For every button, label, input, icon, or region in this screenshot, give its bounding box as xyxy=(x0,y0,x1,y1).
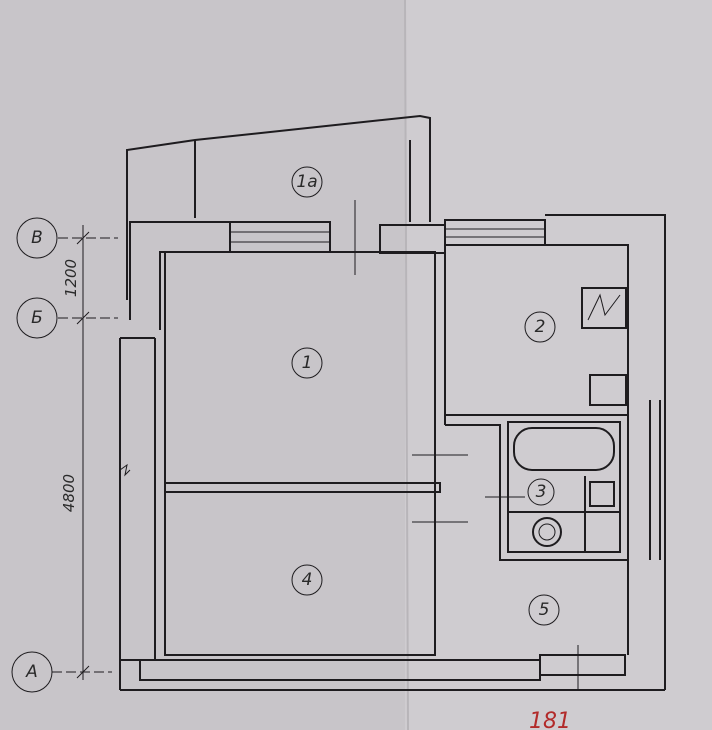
axis-b-label: Б xyxy=(31,308,43,328)
room-3-label: 3 xyxy=(536,482,547,502)
loggia-outline xyxy=(126,114,431,300)
washbasin-icon xyxy=(589,481,615,507)
page-number: 181 xyxy=(529,709,571,730)
room-1a-label: 1а xyxy=(296,172,317,192)
room-4-marker xyxy=(291,564,323,596)
room-3-marker xyxy=(527,478,555,506)
stove-icon xyxy=(581,287,627,329)
dimension-line xyxy=(52,225,131,680)
interior-walls xyxy=(164,251,628,656)
axis-v-label: В xyxy=(31,228,43,248)
axis-a-marker xyxy=(11,651,53,693)
room-5-label: 5 xyxy=(539,600,550,620)
bathtub-icon xyxy=(513,427,615,471)
room-2-marker xyxy=(524,311,556,343)
dimension-1200: 1200 xyxy=(62,259,80,297)
fold-line xyxy=(404,0,409,730)
room-1-label: 1 xyxy=(302,353,313,373)
dimension-4800: 4800 xyxy=(60,474,78,512)
axis-a-label: А xyxy=(25,662,38,682)
room-1-marker xyxy=(291,347,323,379)
room-2-label: 2 xyxy=(535,317,546,337)
axis-v-marker xyxy=(16,217,58,259)
room-1a-marker xyxy=(291,166,323,198)
sink-icon xyxy=(589,374,627,406)
toilet-icon xyxy=(532,517,562,547)
fixtures xyxy=(354,200,627,690)
room-4-label: 4 xyxy=(302,570,313,590)
axis-b-marker xyxy=(16,297,58,339)
room-5-marker xyxy=(528,594,560,626)
